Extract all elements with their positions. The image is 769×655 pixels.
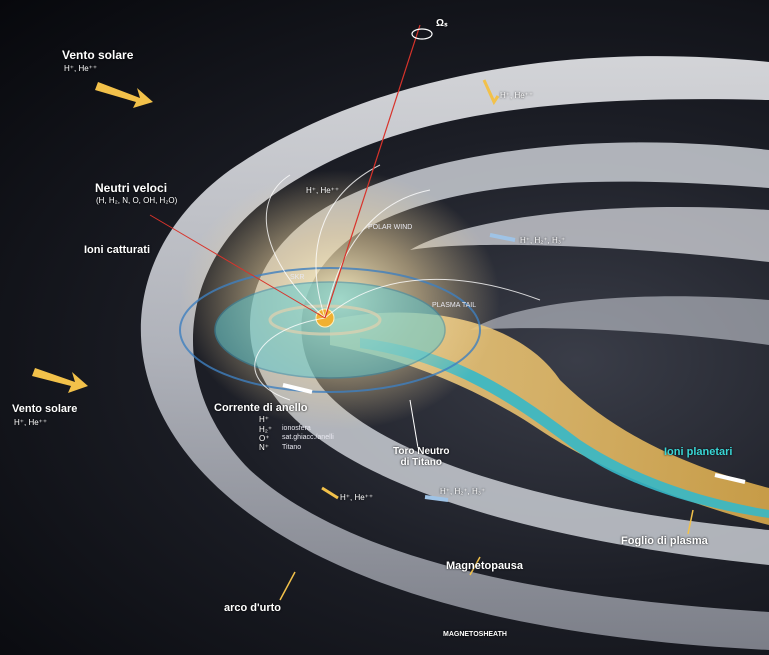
plasma-sheet-label: Foglio di plasma: [621, 535, 708, 547]
field-lines: [254, 164, 541, 401]
skr-label: SKR: [290, 274, 305, 281]
ring-ion-2-source: sat.ghiacc./anelli: [282, 434, 334, 441]
ring-current-disk: [214, 281, 446, 379]
mid-lobe-shell: [470, 296, 769, 345]
rotation-arrow: [411, 28, 433, 40]
ions-label-cusp: H⁺, He⁺⁺: [306, 186, 340, 195]
polar-wind-label: POLAR WIND: [368, 224, 413, 231]
rotation-omega-label: Ωₛ: [436, 18, 448, 29]
saturn-rings: [268, 304, 382, 336]
ring-ion-1-source: ionosfera: [282, 425, 311, 432]
ring-current-label: Corrente di anello: [214, 402, 308, 414]
solar-wind-arrow-left: [32, 368, 88, 393]
flow-arrow-5: [282, 383, 313, 394]
ions-label-mid: H⁺, H₂⁺, H₃⁺: [440, 487, 486, 496]
magnetopause-shell: [250, 142, 769, 565]
solar-wind-label-top: Vento solare: [62, 48, 134, 62]
flow-arrow-2: [321, 486, 339, 500]
ring-ion-4-source: Titano: [282, 444, 302, 451]
ring-ion-4: N⁺: [259, 443, 269, 452]
flow-arrow-3: [489, 233, 516, 242]
rotation-axis: [324, 24, 421, 319]
magnetopause-pointer: [469, 556, 481, 576]
plasma-tail-label: PLASMA TAIL: [432, 302, 477, 309]
plasma-sheet-pointer: [687, 509, 694, 535]
fast-neutrals-species: (H, H₂, N, O, OH, H₂O): [96, 196, 178, 205]
titan-torus-label: Toro Neutro di Titano: [393, 446, 450, 468]
solar-wind-ions-top: H⁺, He⁺⁺: [64, 64, 98, 73]
north-lobe-shell: [410, 206, 769, 262]
fast-neutrals-label: Neutri veloci: [95, 181, 168, 195]
ions-label-bottom: H⁺, He⁺⁺: [340, 493, 374, 502]
ring-ion-3: O⁺: [259, 434, 270, 443]
solar-wind-label-left: Vento solare: [12, 403, 78, 415]
ions-label-top: H⁺, He⁺⁺: [500, 91, 534, 100]
bow-shock-pointer: [279, 571, 296, 601]
magnetopause-label: Magnetopausa: [446, 560, 524, 572]
solar-wind-ions-left: H⁺, He⁺⁺: [14, 418, 48, 427]
titan-torus-pointer: [409, 399, 419, 449]
flow-arrow-1: [482, 79, 500, 106]
planetary-ions-label: Ioni planetari: [664, 446, 733, 458]
captured-ions-label: Ioni catturati: [84, 244, 151, 256]
ring-ion-1: H⁺: [259, 415, 269, 424]
titan-torus-ring: [179, 267, 481, 393]
fast-neutrals-line: [149, 214, 326, 319]
flow-arrow-6: [714, 473, 746, 484]
solar-wind-arrow-top: [95, 82, 153, 108]
ions-label-lobe: H⁺, H₂⁺, H₃⁺: [520, 236, 566, 245]
bow-shock-label: arco d'urto: [224, 602, 282, 614]
flow-arrow-4: [424, 495, 449, 502]
ring-ion-2: H₂⁺: [259, 425, 273, 434]
magnetosheath-label: MAGNETOSHEATH: [443, 631, 507, 638]
